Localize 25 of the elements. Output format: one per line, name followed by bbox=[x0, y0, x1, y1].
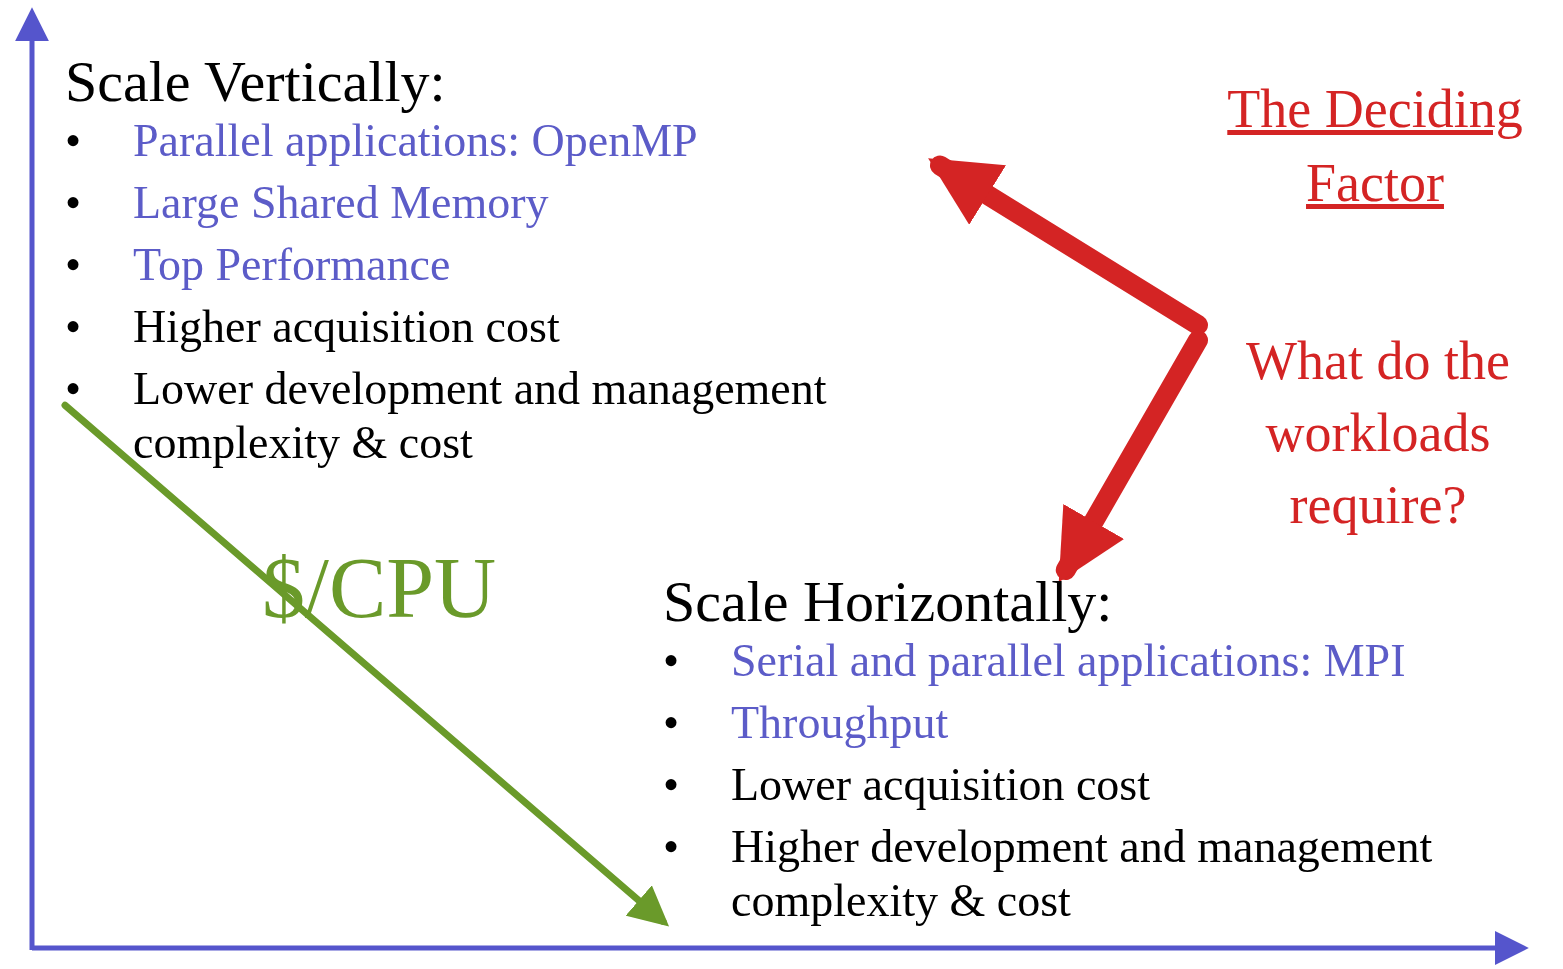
bullet-mark: • bbox=[663, 758, 680, 812]
heading: Scale Vertically: bbox=[65, 50, 447, 114]
bullet-mark: • bbox=[65, 238, 82, 292]
question-text: What do the workloads require? bbox=[1198, 325, 1558, 541]
bullet-text: Lower development and management complexity & cost bbox=[133, 362, 828, 470]
arrow bbox=[61, 401, 670, 927]
bullet-mark: • bbox=[65, 362, 82, 416]
bullet-text: Higher acquisition cost bbox=[133, 300, 560, 354]
heading: The Deciding Factor bbox=[1226, 78, 1524, 215]
bullet-text: Parallel applications: OpenMP bbox=[133, 114, 698, 168]
bullet-mark: • bbox=[663, 696, 680, 750]
bullet-text: Large Shared Memory bbox=[133, 176, 549, 230]
bullet-mark: • bbox=[663, 634, 680, 688]
bullet-text: Top Performance bbox=[133, 238, 451, 292]
bullet-mark: • bbox=[663, 820, 680, 874]
bullet-text: Higher development and management complexity & cost bbox=[731, 820, 1434, 928]
bullet-text: Serial and parallel applications: MPI bbox=[731, 634, 1406, 688]
arrow bbox=[1055, 330, 1208, 583]
bullet-text: Throughput bbox=[731, 696, 949, 750]
bullet-mark: • bbox=[65, 114, 82, 168]
arrow bbox=[928, 155, 1208, 335]
heading: Scale Horizontally: bbox=[663, 570, 1114, 634]
bullet-mark: • bbox=[65, 176, 82, 230]
bullet-mark: • bbox=[65, 300, 82, 354]
bullet-text: Lower acquisition cost bbox=[731, 758, 1150, 812]
